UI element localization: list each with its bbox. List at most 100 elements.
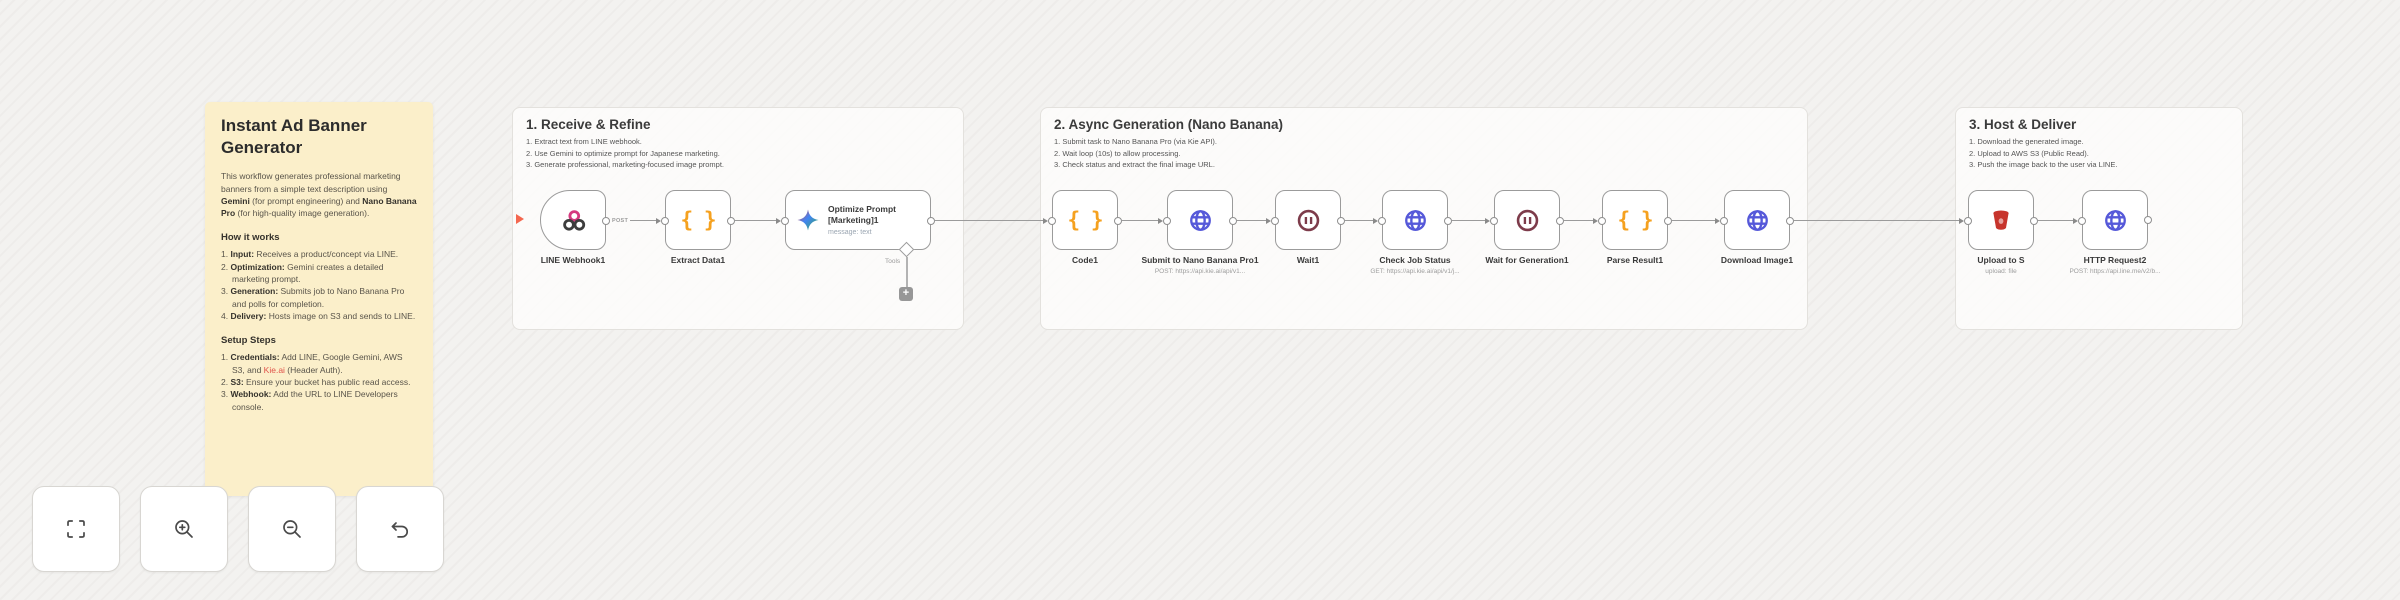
node-wrap: Wait1: [1243, 190, 1373, 266]
connection-wire: [1672, 219, 1715, 222]
section-note-line: 1. Extract text from LINE webhook.: [526, 137, 642, 146]
pause-icon: [1516, 209, 1538, 231]
connection-port[interactable]: [1048, 216, 1056, 225]
text-segment: 3.: [221, 389, 231, 400]
text-segment: Submits job to Nano Banana Pro and polls…: [232, 286, 405, 309]
tools-wire: [906, 257, 908, 287]
node-wrap: Wait for Generation1: [1462, 190, 1592, 266]
zoom-out-button[interactable]: [248, 486, 336, 572]
node-wrap: Download Image1: [1692, 190, 1822, 266]
node-label: Check Job Status: [1379, 255, 1451, 265]
node-wrap: LINE Webhook1: [508, 190, 638, 266]
node-optimize-prompt-gemini[interactable]: Optimize Prompt [Marketing]1 message: te…: [785, 190, 931, 250]
node-wait[interactable]: [1275, 190, 1341, 250]
node-label: Wait for Generation1: [1485, 255, 1569, 265]
text-segment: (for prompt engineering) and: [249, 195, 363, 206]
connection-port[interactable]: [1598, 216, 1606, 225]
connection-port[interactable]: [781, 216, 789, 225]
connection-port[interactable]: [1556, 216, 1564, 225]
webhook-icon: [562, 209, 585, 231]
connection-wire: [2038, 219, 2073, 222]
connection-port[interactable]: [602, 216, 610, 225]
node-label: Wait1: [1296, 255, 1320, 265]
connection-port[interactable]: [1114, 216, 1122, 225]
node-code[interactable]: { }: [1052, 190, 1118, 250]
connection-wire: [1794, 219, 1959, 222]
connection-port[interactable]: [1964, 216, 1972, 225]
node-inline-text: Optimize Prompt [Marketing]1 message: te…: [828, 204, 896, 235]
connection-arrowhead: [1373, 217, 1378, 224]
node-subtitle: POST: https://api.kie.ai/api/v1...: [1154, 268, 1246, 276]
node-download-image[interactable]: [1724, 190, 1790, 250]
node-http-request[interactable]: [2082, 190, 2148, 250]
setup-steps-list: 1. Credentials: Add LINE, Google Gemini,…: [221, 351, 417, 413]
node-wrap: Check Job Status GET: https://api.kie.ai…: [1350, 190, 1480, 275]
section-notes: 1. Download the generated image.2. Uploa…: [1969, 136, 2229, 171]
undo-button[interactable]: [356, 486, 444, 572]
connection-arrowhead: [1043, 217, 1048, 224]
node-check-job-status[interactable]: [1382, 190, 1448, 250]
connection-port[interactable]: [2144, 216, 2152, 224]
text-segment: Credentials:: [230, 352, 280, 363]
connection-arrowhead: [776, 217, 781, 224]
connection-arrowhead: [2073, 217, 2078, 224]
connection-port[interactable]: [1490, 216, 1498, 225]
zoom-to-fit-button[interactable]: [32, 486, 120, 572]
connection-wire: [1452, 219, 1485, 222]
node-wrap: { } Extract Data1: [633, 190, 763, 266]
http-globe-icon: [2104, 209, 2126, 231]
undo-icon: [391, 522, 408, 538]
node-wrap: Upload to S upload: file: [1936, 190, 2066, 275]
sticky-note[interactable]: Instant Ad Banner Generator This workflo…: [205, 102, 433, 496]
text-segment: Hosts image on S3 and sends to LINE.: [266, 311, 416, 321]
pause-icon: [1297, 209, 1319, 231]
note-list-item: 2. Optimization: Gemini creates a detail…: [221, 261, 417, 286]
section-note-line: 1. Submit task to Nano Banana Pro (via K…: [1054, 137, 1218, 146]
connection-wire: [630, 219, 656, 222]
node-label-line2: [Marketing]1: [828, 215, 879, 225]
text-segment: Ensure your bucket has public read acces…: [243, 376, 411, 387]
connection-arrowhead: [1158, 217, 1163, 224]
text-segment: Webhook:: [230, 389, 272, 400]
connection-port[interactable]: [661, 216, 669, 225]
connection-port[interactable]: [1664, 216, 1672, 225]
node-wait-for-generation[interactable]: [1494, 190, 1560, 250]
node-extract-data[interactable]: { }: [665, 190, 731, 250]
node-upload-s3[interactable]: [1968, 190, 2034, 250]
connection-wire: [935, 219, 1043, 222]
node-parse-result[interactable]: { }: [1602, 190, 1668, 250]
note-list-item: 4. Delivery: Hosts image on S3 and sends…: [221, 310, 417, 322]
connection-port[interactable]: [1271, 216, 1279, 225]
connection-port[interactable]: [927, 216, 935, 225]
connection-port[interactable]: [1378, 216, 1386, 225]
connection-port[interactable]: [1229, 216, 1237, 225]
node-line-webhook[interactable]: [540, 190, 606, 250]
connection-port[interactable]: [1444, 216, 1452, 225]
node-wrap: { } Parse Result1: [1570, 190, 1700, 266]
trigger-input-arrow: [516, 214, 524, 224]
connection-port[interactable]: [1720, 216, 1728, 225]
node-submit-nano-banana[interactable]: [1167, 190, 1233, 250]
node-label: Submit to Nano Banana Pro1: [1141, 255, 1259, 265]
node-wrap: Optimize Prompt [Marketing]1 message: te…: [783, 190, 933, 250]
text-segment: Add the URL to LINE Developers console.: [232, 389, 398, 412]
zoom-in-button[interactable]: [140, 486, 228, 572]
node-connection: [727, 216, 789, 225]
connection-port[interactable]: [2030, 216, 2038, 225]
node-connection: POST: [602, 216, 669, 225]
text-segment: 3.: [221, 286, 231, 297]
connection-port[interactable]: [1337, 216, 1345, 225]
http-globe-icon: [1746, 209, 1768, 231]
connection-port[interactable]: [2078, 216, 2086, 225]
section-notes: 1. Submit task to Nano Banana Pro (via K…: [1054, 136, 1794, 171]
node-label: Extract Data1: [670, 255, 726, 265]
note-list-item: 3. Webhook: Add the URL to LINE Develope…: [221, 388, 417, 413]
node-wrap: HTTP Request2 POST: https://api.line.me/…: [2050, 190, 2180, 275]
connection-port[interactable]: [1163, 216, 1171, 225]
connection-port[interactable]: [1786, 216, 1794, 225]
connection-wire: [735, 219, 776, 222]
text-segment: 1.: [221, 352, 231, 363]
connection-port[interactable]: [727, 216, 735, 225]
section-notes: 1. Extract text from LINE webhook.2. Use…: [526, 136, 950, 171]
add-tool-plus-button[interactable]: +: [899, 287, 913, 301]
